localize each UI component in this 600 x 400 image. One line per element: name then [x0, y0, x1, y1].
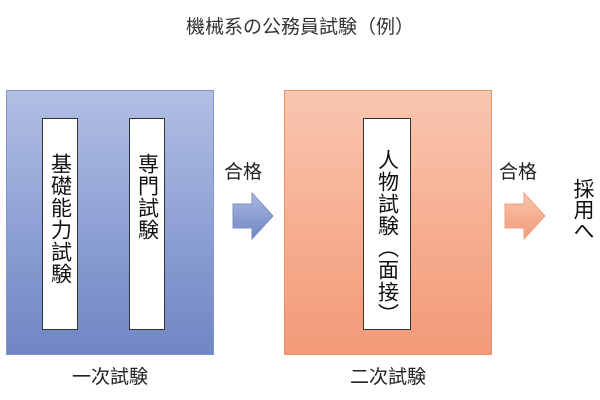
subject-interview-label: 人物試験（面接） [375, 149, 400, 325]
subject-interview: 人物試験（面接） [363, 118, 411, 330]
pass-label-1: 合格 [224, 161, 263, 183]
subject-specialized-label: 専門試験 [135, 153, 160, 241]
diagram-title: 機械系の公務員試験（例） [185, 16, 414, 38]
hiring-label: 採用へ [571, 178, 595, 241]
subject-specialized: 専門試験 [129, 118, 165, 330]
first-exam-box [6, 90, 214, 355]
right-arrow-icon [504, 192, 546, 240]
right-arrow-icon [232, 192, 274, 240]
second-exam-label: 二次試験 [349, 366, 426, 388]
subject-basic-ability-label: 基礎能力試験 [48, 153, 73, 285]
subject-basic-ability: 基礎能力試験 [42, 118, 78, 330]
pass-label-2: 合格 [499, 161, 538, 183]
first-exam-label: 一次試験 [71, 366, 148, 388]
